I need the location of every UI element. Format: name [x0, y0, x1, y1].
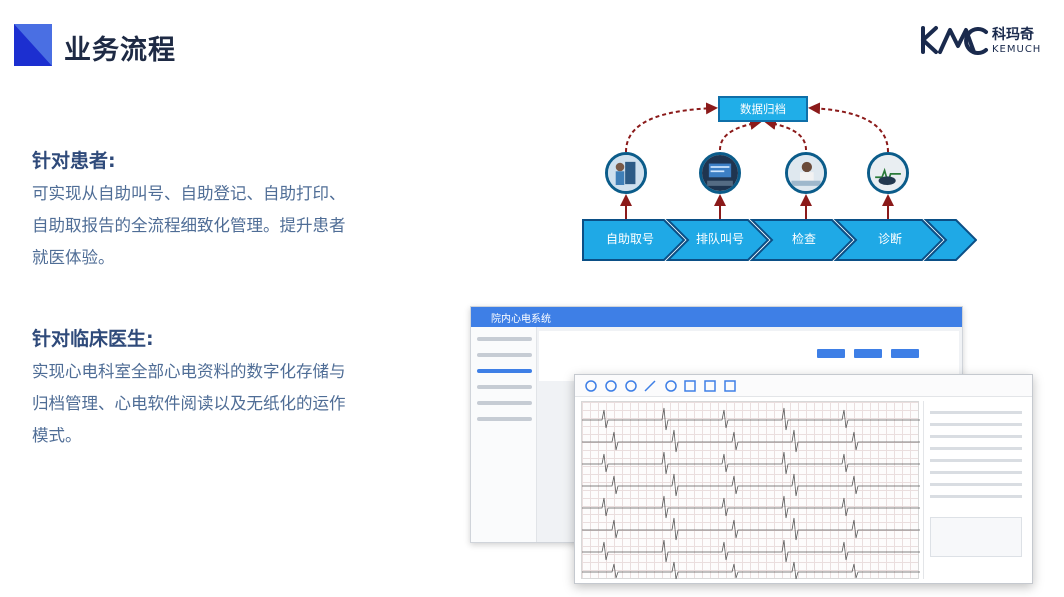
panel-placeholder-row	[930, 435, 1022, 438]
doctor-section-heading: 针对临床医生:	[32, 328, 154, 350]
doctor-line-2: 归档管理、心电软件阅读以及无纸化的运作	[32, 394, 346, 413]
step-self-ticket: 自助取号	[605, 232, 654, 246]
system-header-bar: 院内心电系统	[471, 307, 962, 327]
logo-english-name: KEMUCH	[992, 44, 1042, 55]
sidebar-placeholder-row-active	[477, 369, 532, 373]
ecg-tool-icons	[585, 380, 736, 392]
exam-photo-icon	[785, 152, 827, 194]
panel-placeholder-row	[930, 495, 1022, 498]
queue-screen-photo-icon	[699, 152, 741, 194]
sidebar-placeholder-row	[477, 353, 532, 357]
panel-placeholder-row	[930, 447, 1022, 450]
patient-section-body: 可实现从自助叫号、自助登记、自助打印、 自助取报告的全流程细致化管理。提升患者 …	[32, 178, 412, 274]
step-queue-call: 排队叫号	[695, 232, 744, 246]
data-archive-box: 数据归档	[718, 96, 808, 122]
workflow-diagram: 数据归档 自助取号 排队叫号 检查 诊断	[580, 92, 980, 267]
patient-line-1: 可实现从自助叫号、自助登记、自助打印、	[32, 184, 346, 203]
sidebar-placeholder-row	[477, 417, 532, 421]
doctor-section-body: 实现心电科室全部心电资料的数字化存储与 归档管理、心电软件阅读以及无纸化的运作 …	[32, 356, 412, 452]
kiosk-photo-icon	[605, 152, 647, 194]
diagnosis-photo-icon	[867, 152, 909, 194]
panel-placeholder-row	[930, 483, 1022, 486]
page-title: 业务流程	[64, 35, 176, 66]
panel-placeholder-row	[930, 411, 1022, 414]
panel-placeholder-row	[930, 471, 1022, 474]
patient-line-2: 自助取报告的全流程细致化管理。提升患者	[32, 216, 346, 235]
sidebar-placeholder-row	[477, 401, 532, 405]
panel-placeholder-row	[930, 459, 1022, 462]
patient-line-3: 就医体验。	[32, 248, 115, 267]
ecg-waveforms	[582, 407, 920, 580]
toolbar-placeholder-button	[817, 349, 845, 358]
toolbar-placeholder-button	[891, 349, 919, 358]
ecg-toolbar	[575, 375, 1032, 397]
kemuch-logo-icon	[921, 26, 988, 55]
company-logo: 科玛奇 KEMUCH	[920, 24, 1050, 60]
doctor-line-1: 实现心电科室全部心电资料的数字化存储与	[32, 362, 346, 381]
panel-placeholder-row	[930, 423, 1022, 426]
system-title: 院内心电系统	[491, 314, 551, 325]
sidebar-placeholder-row	[477, 337, 532, 341]
ecg-waveform-grid	[581, 401, 920, 580]
ecg-measurement-panel	[923, 401, 1028, 579]
ecg-viewer-window	[574, 374, 1033, 584]
title-accent-mark	[14, 24, 52, 66]
logo-chinese-name: 科玛奇	[992, 27, 1034, 43]
doctor-line-3: 模式。	[32, 426, 82, 445]
step-diagnosis: 诊断	[877, 232, 902, 246]
panel-notes-box	[930, 517, 1022, 557]
process-arrow-strip	[582, 219, 977, 261]
step-examination: 检查	[791, 232, 816, 246]
toolbar-placeholder-button	[854, 349, 882, 358]
sidebar-placeholder-row	[477, 385, 532, 389]
patient-section-heading: 针对患者:	[32, 150, 116, 172]
system-toolbar	[539, 331, 959, 381]
flow-connectors	[620, 102, 894, 219]
system-sidebar	[471, 327, 537, 542]
